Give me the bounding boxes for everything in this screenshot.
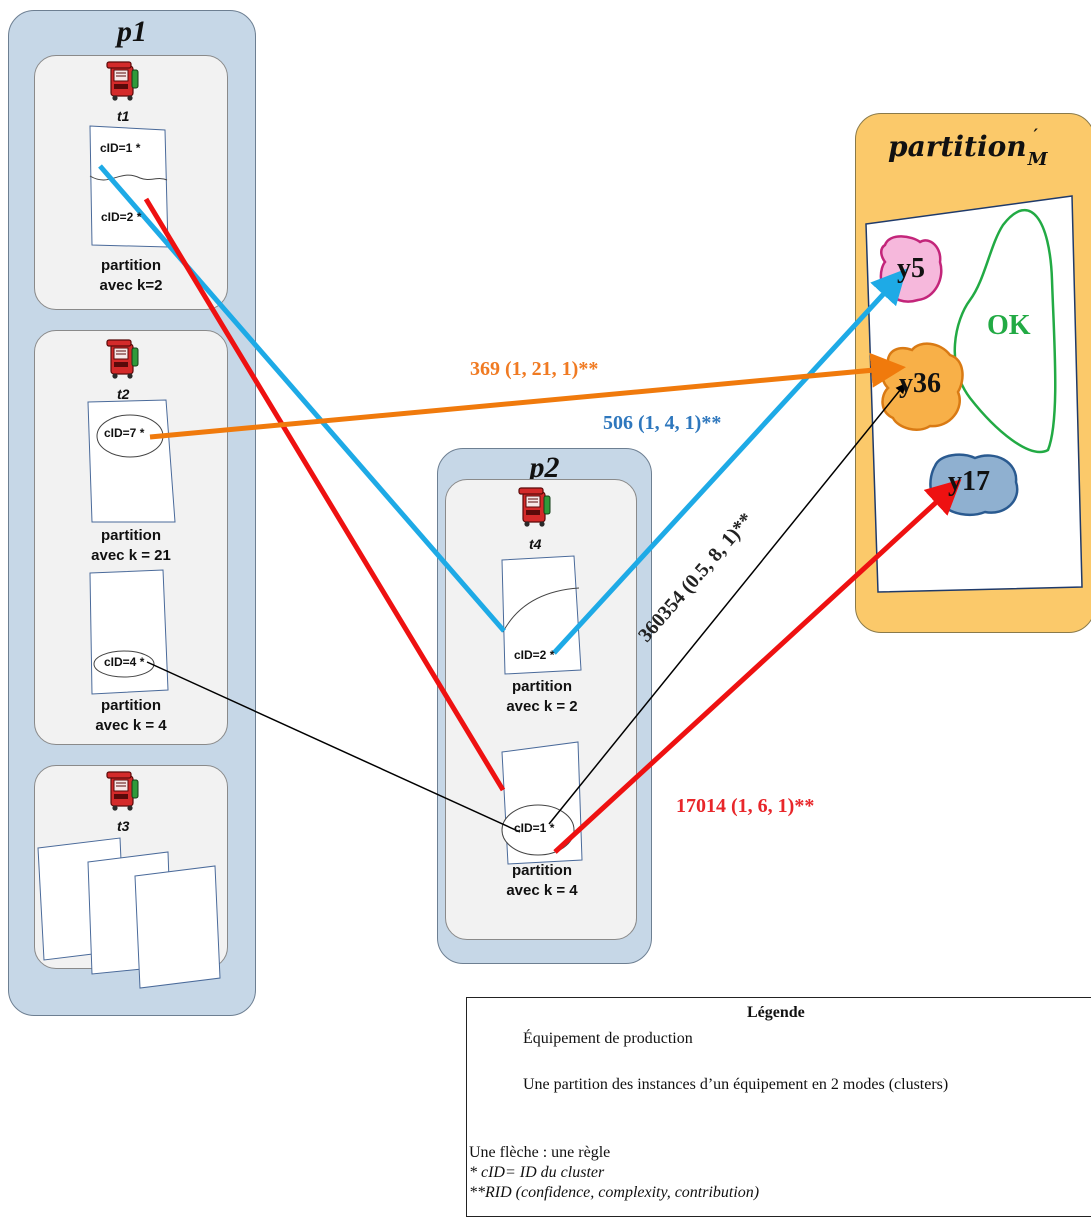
partition-sheets-t3 xyxy=(37,837,221,989)
arrow-rule-369 xyxy=(149,352,906,440)
ok-group-label: OK xyxy=(987,310,1031,341)
tool-panel-t4 xyxy=(445,479,637,940)
group-p2-title: p2 xyxy=(529,451,560,484)
equipment-icon-t3 xyxy=(106,771,139,812)
legend-title: Légende xyxy=(747,1004,805,1021)
arrow-t1c1-to-t4c2 xyxy=(98,164,506,633)
arrow-rule-360354 xyxy=(548,383,906,825)
partition-label-t4-b: partition avec k = 4 xyxy=(506,862,578,899)
partition-label-t1: partition avec k=2 xyxy=(99,257,163,294)
cluster-t4-1: cID=1 * xyxy=(514,821,555,835)
tool-label-t3: t3 xyxy=(117,818,130,834)
arrow-t2c4-to-t4c1 xyxy=(146,661,521,833)
legend-note-rid: **RID (confidence, complexity, contribut… xyxy=(469,1184,760,1201)
target-title-sup: ′ xyxy=(1033,125,1038,144)
arrow-t1c2-to-t4c1 xyxy=(143,197,506,792)
cluster-t1-2: cID=2 * xyxy=(101,210,142,224)
legend-partition-text: Une partition des instances d’un équipem… xyxy=(523,1076,949,1093)
partition-sheet-t2-b xyxy=(89,569,169,695)
tool-label-t2: t2 xyxy=(117,386,130,402)
ok-group-outline xyxy=(953,209,1057,454)
target-title-sub: M xyxy=(1027,149,1048,170)
rule-label-17014: 17014 (1, 6, 1)** xyxy=(676,795,815,817)
cluster-t1-1: cID=1 * xyxy=(100,141,141,155)
equipment-icon-t4 xyxy=(518,487,551,528)
partition-label-t4-a: partition avec k = 2 xyxy=(506,678,578,715)
legend-arrow-text: Une flèche : une règle xyxy=(469,1144,611,1161)
target-title-base: partition xyxy=(888,130,1027,163)
partition-sheet-t4-b xyxy=(501,741,583,865)
partition-sheet-t2-a xyxy=(87,399,176,523)
group-p1-title: p1 xyxy=(117,15,147,48)
equipment-icon-t2 xyxy=(106,339,139,380)
tool-label-t4: t4 xyxy=(529,536,542,552)
cluster-t2-7: cID=7 * xyxy=(104,426,145,440)
legend-equipment-text: Équipement de production xyxy=(523,1030,693,1047)
cluster-t4-2: cID=2 * xyxy=(514,648,555,662)
mode-y5-label: y5 xyxy=(897,253,925,284)
target-partition-title: partitionM ′ xyxy=(888,125,1048,170)
partition-label-t2-b: partition avec k = 4 xyxy=(95,697,167,734)
arrow-rule-506 xyxy=(552,268,907,655)
rule-label-506: 506 (1, 4, 1)** xyxy=(603,412,722,434)
mode-y36-label: y36 xyxy=(899,368,941,399)
equipment-icon-t1 xyxy=(106,61,139,102)
partition-label-t2-a: partition avec k = 21 xyxy=(91,527,171,564)
mode-y17-label: y17 xyxy=(948,466,990,497)
tool-label-t1: t1 xyxy=(117,108,130,124)
arrow-rule-17014 xyxy=(553,479,962,854)
cluster-t2-4: cID=4 * xyxy=(104,655,145,669)
rule-label-369: 369 (1, 21, 1)** xyxy=(470,358,599,380)
legend-box: Légende Équipement de production Une par… xyxy=(466,997,1091,1217)
legend-note-cid: * cID= ID du cluster xyxy=(469,1164,605,1181)
